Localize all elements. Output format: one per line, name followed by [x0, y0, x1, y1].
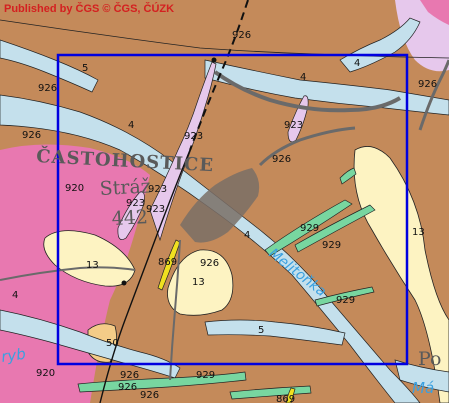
lilac-dike-long [149, 61, 217, 242]
unit-label: 50 [106, 338, 119, 349]
point-marker[interactable] [121, 280, 127, 286]
unit-label: 4 [12, 290, 18, 301]
unit-label: 926 [118, 382, 137, 393]
green-dike-4 [314, 286, 375, 307]
road-upper-loop [213, 70, 402, 113]
alluvium-bottom-5 [204, 319, 346, 346]
unit-label: 926 [272, 154, 291, 165]
unit-label: 929 [336, 295, 355, 306]
unit-label: 920 [65, 183, 84, 194]
green-dike-1 [264, 199, 353, 257]
alluvium-right-bottom [394, 359, 449, 393]
yellow-dike-2 [285, 387, 296, 403]
pink-unit-top-right [420, 0, 449, 25]
road-north-right [418, 59, 449, 131]
place-name-straz: Stráž [99, 175, 151, 200]
place-name-po: Po [418, 348, 441, 370]
unit-label: 926 [200, 258, 219, 269]
unit-label: 869 [158, 257, 177, 268]
unit-label: 923 [148, 184, 167, 195]
place-name-442: 442 [111, 206, 148, 230]
unit-label: 929 [300, 223, 319, 234]
unit-label: 923 [284, 120, 303, 131]
road-south [169, 239, 181, 381]
green-dike-3 [339, 167, 357, 185]
map-frame [56, 53, 409, 366]
unit-label: 929 [322, 240, 341, 251]
unit-label: 4 [300, 72, 306, 83]
unit-label: 920 [36, 368, 55, 379]
lilac-unit-top-right [395, 0, 449, 72]
unit-label: 926 [22, 130, 41, 141]
green-dike-2 [294, 204, 376, 253]
fault-line [189, 0, 249, 151]
alluvium-left-top [0, 39, 99, 93]
map-credit: Published by ČGS © ČGS, ČÚZK [4, 3, 174, 15]
alluvium-top [339, 17, 421, 73]
alluvium-bottom-left [0, 309, 181, 379]
unit-label: 13 [412, 227, 425, 238]
unit-label: 13 [192, 277, 205, 288]
fault-line-solid [99, 149, 191, 403]
point-marker[interactable] [211, 57, 217, 63]
unit-label: 4 [244, 230, 250, 241]
unit-label: 4 [128, 120, 134, 131]
cream-unit-center [167, 249, 234, 316]
unit-label: 13 [86, 260, 99, 271]
unit-label: 5 [258, 325, 264, 336]
village-built-up [180, 168, 260, 243]
unit-label: 923 [146, 204, 165, 215]
unit-label: 5 [82, 63, 88, 74]
unit-label: 926 [38, 83, 57, 94]
green-dike-5 [77, 371, 247, 393]
road-east [258, 126, 356, 167]
unit-label: 926 [232, 30, 251, 41]
unit-label: 923 [126, 198, 145, 209]
credit-publisher: Published by ČGS [4, 3, 100, 15]
place-name-ryb: ryb [0, 345, 27, 366]
place-name-ma: Má [412, 379, 434, 397]
unit-label: 869 [276, 394, 295, 403]
unit-label: 926 [140, 390, 159, 401]
unit-label: 923 [184, 131, 203, 142]
unit-label: 926 [418, 79, 437, 90]
credit-copyright: © ČGS, ČÚZK [102, 3, 175, 15]
unit-label: 926 [120, 370, 139, 381]
pink-unit-area-bottom [0, 340, 70, 403]
unit-label: 4 [354, 58, 360, 69]
lilac-dike-mid [117, 191, 145, 240]
road-west [0, 266, 136, 281]
unit-label: 929 [196, 370, 215, 381]
